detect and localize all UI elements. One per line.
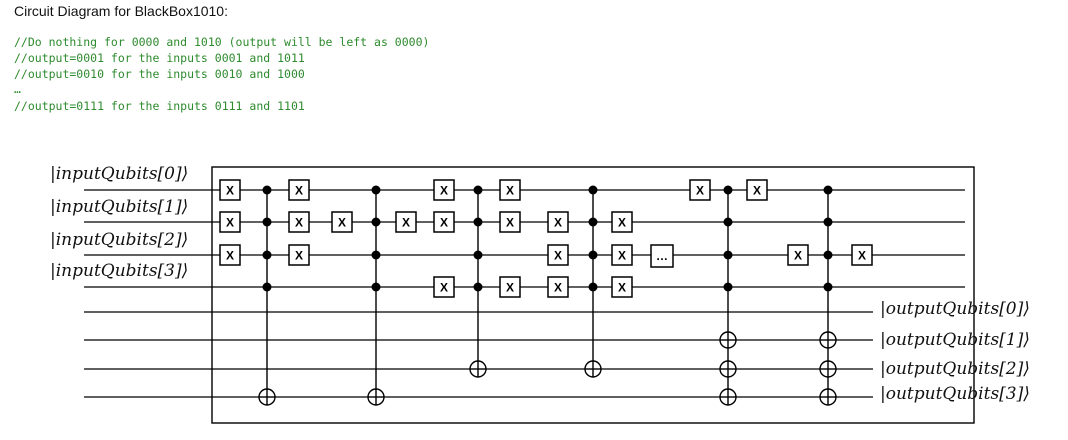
circuit-elements: X X X X X X X X X X X X X X X X X X X X … X X X X — [219, 179, 873, 406]
control-dot — [823, 250, 833, 260]
x-gate — [433, 276, 455, 298]
input-qubit-label: |inputQubits[1]⟩ — [50, 197, 188, 217]
x-gate — [746, 179, 768, 201]
code-comment-line: //output=0010 for the inputs 0010 and 10… — [14, 67, 305, 81]
control-dot — [723, 185, 733, 195]
output-qubit-label: |outputQubits[3]⟩ — [880, 384, 1030, 404]
x-gate-label: X — [858, 249, 866, 263]
x-gate — [499, 179, 521, 201]
x-gate-label: X — [618, 281, 626, 295]
x-gate-label: X — [554, 281, 562, 295]
x-gate — [288, 244, 310, 266]
x-gate — [547, 211, 569, 233]
x-gate — [219, 244, 241, 266]
control-dot — [588, 217, 598, 227]
qubit-labels: |inputQubits[0]⟩ |inputQubits[1]⟩ |inputQu… — [50, 164, 1030, 404]
control-dot — [588, 185, 598, 195]
x-gate-label: X — [696, 184, 704, 198]
x-gate — [787, 244, 809, 266]
control-dot — [473, 185, 483, 195]
output-qubit-label: |outputQubits[2]⟩ — [880, 359, 1030, 379]
x-gate — [611, 211, 633, 233]
x-gate — [851, 244, 873, 266]
code-comment-line: … — [14, 82, 21, 96]
x-gate-label: X — [554, 216, 562, 230]
x-gate — [547, 244, 569, 266]
code-comment-line: //output=0001 for the inputs 0001 and 10… — [14, 51, 305, 65]
control-dot — [262, 250, 272, 260]
x-gate-label: X — [295, 249, 303, 263]
x-gate — [219, 179, 241, 201]
qubit-wires — [84, 189, 965, 398]
control-dot — [371, 217, 381, 227]
x-gate-label: X — [753, 184, 761, 198]
control-dot — [723, 250, 733, 260]
x-gate-label: X — [440, 184, 448, 198]
code-comment-line: //Do nothing for 0000 and 1010 (output w… — [14, 35, 430, 49]
code-comment-line: //output=0111 for the inputs 0111 and 11… — [14, 99, 305, 113]
control-dot — [473, 282, 483, 292]
control-dot — [262, 185, 272, 195]
x-gate — [288, 211, 310, 233]
input-qubit-label: |inputQubits[0]⟩ — [50, 164, 188, 184]
x-gate-label: X — [295, 216, 303, 230]
control-dot — [823, 282, 833, 292]
x-gate — [611, 276, 633, 298]
x-gate-label: X — [402, 216, 410, 230]
input-qubit-label: |inputQubits[3]⟩ — [50, 261, 188, 281]
control-dot — [723, 217, 733, 227]
x-gate — [499, 276, 521, 298]
control-dot — [371, 250, 381, 260]
oracle-boundary-box — [211, 166, 975, 424]
x-gate-label: X — [506, 216, 514, 230]
control-dot — [823, 217, 833, 227]
x-gate — [219, 211, 241, 233]
x-gate — [288, 179, 310, 201]
x-gate-label: X — [226, 249, 234, 263]
x-gate-label: X — [440, 281, 448, 295]
x-gate-label: X — [618, 216, 626, 230]
x-gate — [689, 179, 711, 201]
x-gate-label: X — [440, 216, 448, 230]
x-gate-label: X — [226, 216, 234, 230]
x-gate — [433, 211, 455, 233]
x-gate-label: X — [618, 249, 626, 263]
control-dot — [588, 282, 598, 292]
control-dot — [588, 250, 598, 260]
output-qubit-label: |outputQubits[1]⟩ — [880, 330, 1030, 350]
control-dot — [262, 282, 272, 292]
control-dot — [473, 250, 483, 260]
x-gate-label: X — [295, 184, 303, 198]
diagram-title: Circuit Diagram for BlackBox1010: — [14, 3, 228, 19]
x-gate-label: X — [226, 184, 234, 198]
x-gate — [499, 211, 521, 233]
control-dot — [823, 185, 833, 195]
ellipsis-box — [650, 244, 674, 268]
x-gate — [331, 211, 353, 233]
output-qubit-label: |outputQubits[0]⟩ — [880, 299, 1030, 319]
ellipsis-label: … — [656, 249, 668, 263]
x-gate-label: X — [506, 281, 514, 295]
x-gate — [547, 276, 569, 298]
x-gate-label: X — [794, 249, 802, 263]
control-dot — [371, 282, 381, 292]
x-gate — [611, 244, 633, 266]
control-dot — [473, 217, 483, 227]
x-gate-label: X — [506, 184, 514, 198]
x-gate-label: X — [338, 216, 346, 230]
x-gate — [395, 211, 417, 233]
control-dot — [262, 217, 272, 227]
x-gate-label: X — [554, 249, 562, 263]
control-dot — [371, 185, 381, 195]
control-dot — [723, 282, 733, 292]
input-qubit-label: |inputQubits[2]⟩ — [50, 230, 188, 250]
x-gate — [433, 179, 455, 201]
